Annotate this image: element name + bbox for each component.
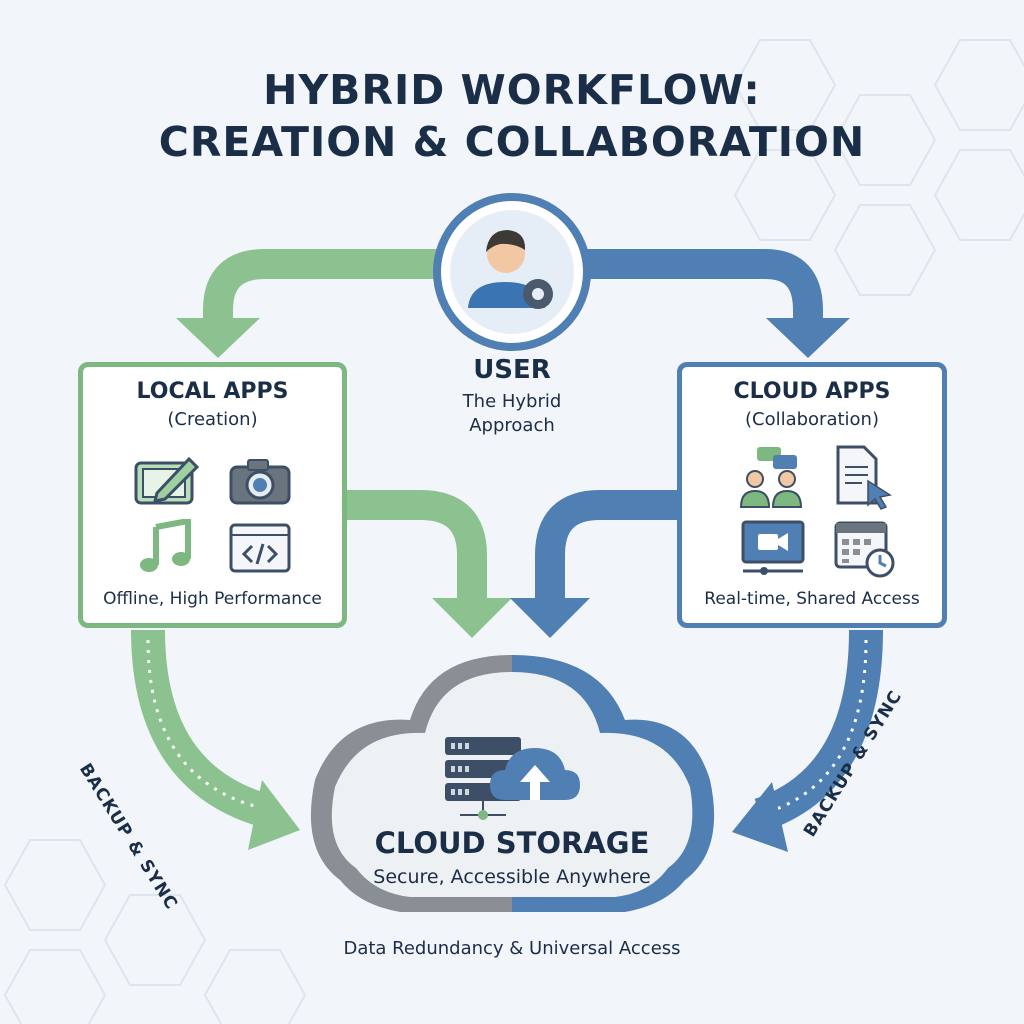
arrow-head-local-storage <box>432 598 512 638</box>
cloud-storage-subtitle: Secure, Accessible Anywhere <box>373 866 651 888</box>
local-apps-panel: LOCAL APPS (Creation) Offline, High Perf… <box>78 362 347 628</box>
music-note-icon <box>140 519 191 572</box>
code-window-icon <box>229 523 291 573</box>
footer-caption: Data Redundancy & Universal Access <box>343 938 681 959</box>
arrow-head-backup-left <box>248 780 300 850</box>
cloud-storage-title: CLOUD STORAGE <box>374 826 650 860</box>
arrow-cloud-to-storage <box>535 490 677 600</box>
calendar-clock-icon <box>834 521 895 578</box>
document-cursor-icon <box>836 445 892 510</box>
title-line-1: HYBRID WORKFLOW: <box>263 66 761 114</box>
video-call-icon <box>741 520 805 575</box>
arrow-head-backup-right <box>732 782 788 852</box>
cloud-apps-title: CLOUD APPS <box>733 379 891 404</box>
arrow-head-local <box>176 318 260 358</box>
arrow-user-to-cloud <box>578 249 823 322</box>
arrow-backup-right <box>754 629 883 832</box>
local-apps-footer: Offline, High Performance <box>103 589 322 609</box>
arrow-user-to-local <box>203 249 445 322</box>
camera-icon <box>229 459 291 505</box>
team-chat-icon <box>739 447 803 508</box>
cloud-apps-footer: Real-time, Shared Access <box>704 589 920 609</box>
local-apps-subtitle: (Creation) <box>167 409 258 430</box>
user-subtitle: The Hybrid Approach <box>412 390 612 438</box>
local-apps-title: LOCAL APPS <box>136 379 289 404</box>
arrow-backup-left <box>131 629 275 829</box>
tablet-pen-icon <box>134 456 200 505</box>
user-subtitle-line-1: The Hybrid <box>462 391 562 412</box>
cloud-apps-subtitle: (Collaboration) <box>744 409 879 430</box>
arrow-local-to-storage <box>347 490 487 600</box>
user-label: USER <box>473 355 551 385</box>
title-line-2: CREATION & COLLABORATION <box>158 118 866 166</box>
user-avatar <box>433 193 591 351</box>
cloud-upload-icon <box>490 748 580 800</box>
arrow-head-cloud-storage <box>510 598 590 638</box>
arrow-head-cloud <box>766 318 850 358</box>
cloud-apps-panel: CLOUD APPS (Collaboration) Real-time, Sh… <box>677 362 947 628</box>
user-subtitle-line-2: Approach <box>469 415 555 436</box>
